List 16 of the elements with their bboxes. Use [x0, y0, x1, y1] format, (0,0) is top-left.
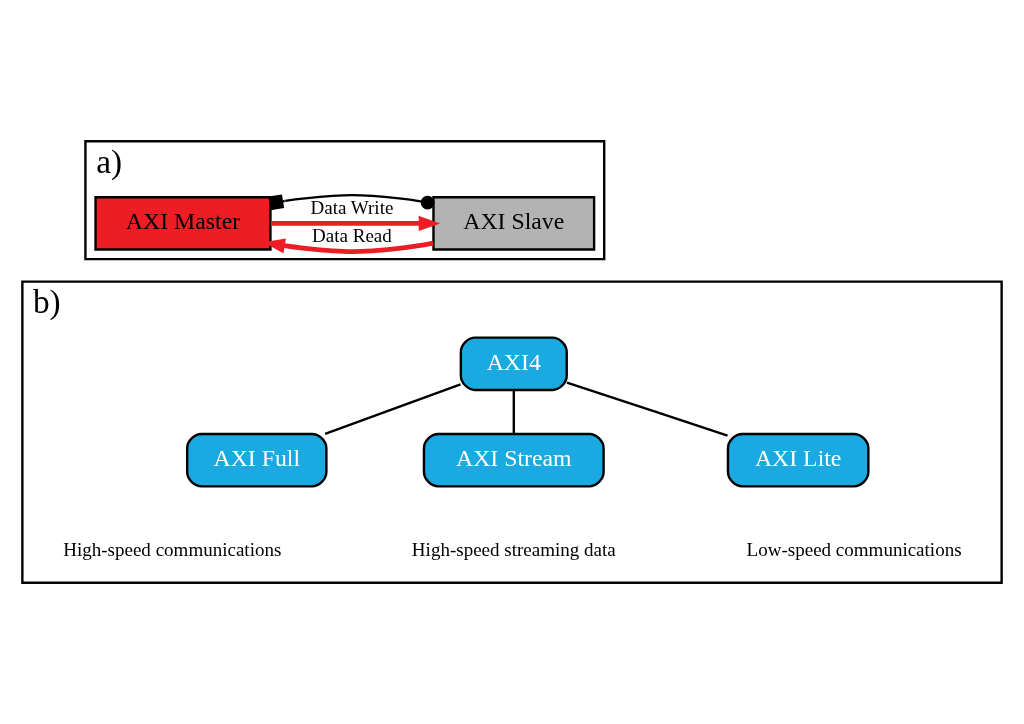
node-label: High-speed streaming data: [411, 539, 616, 561]
edge-label: Data Write: [310, 196, 394, 218]
connector: [324, 383, 461, 436]
node-label: Low-speed communications: [746, 539, 962, 561]
node-box: AXI Stream: [422, 432, 605, 488]
node-box: AXI Master: [94, 196, 272, 251]
connector: [566, 381, 728, 437]
node-box: AXI Lite: [726, 432, 870, 488]
node-label: High-speed communications: [63, 539, 282, 561]
connector: [512, 390, 515, 434]
edge-label: Data Read: [312, 225, 392, 247]
node-box: AXI4: [459, 336, 568, 392]
arrow: [270, 215, 441, 231]
connector: [268, 193, 435, 211]
node-box: AXI Slave: [432, 196, 596, 251]
node-box: AXI Full: [185, 432, 328, 488]
